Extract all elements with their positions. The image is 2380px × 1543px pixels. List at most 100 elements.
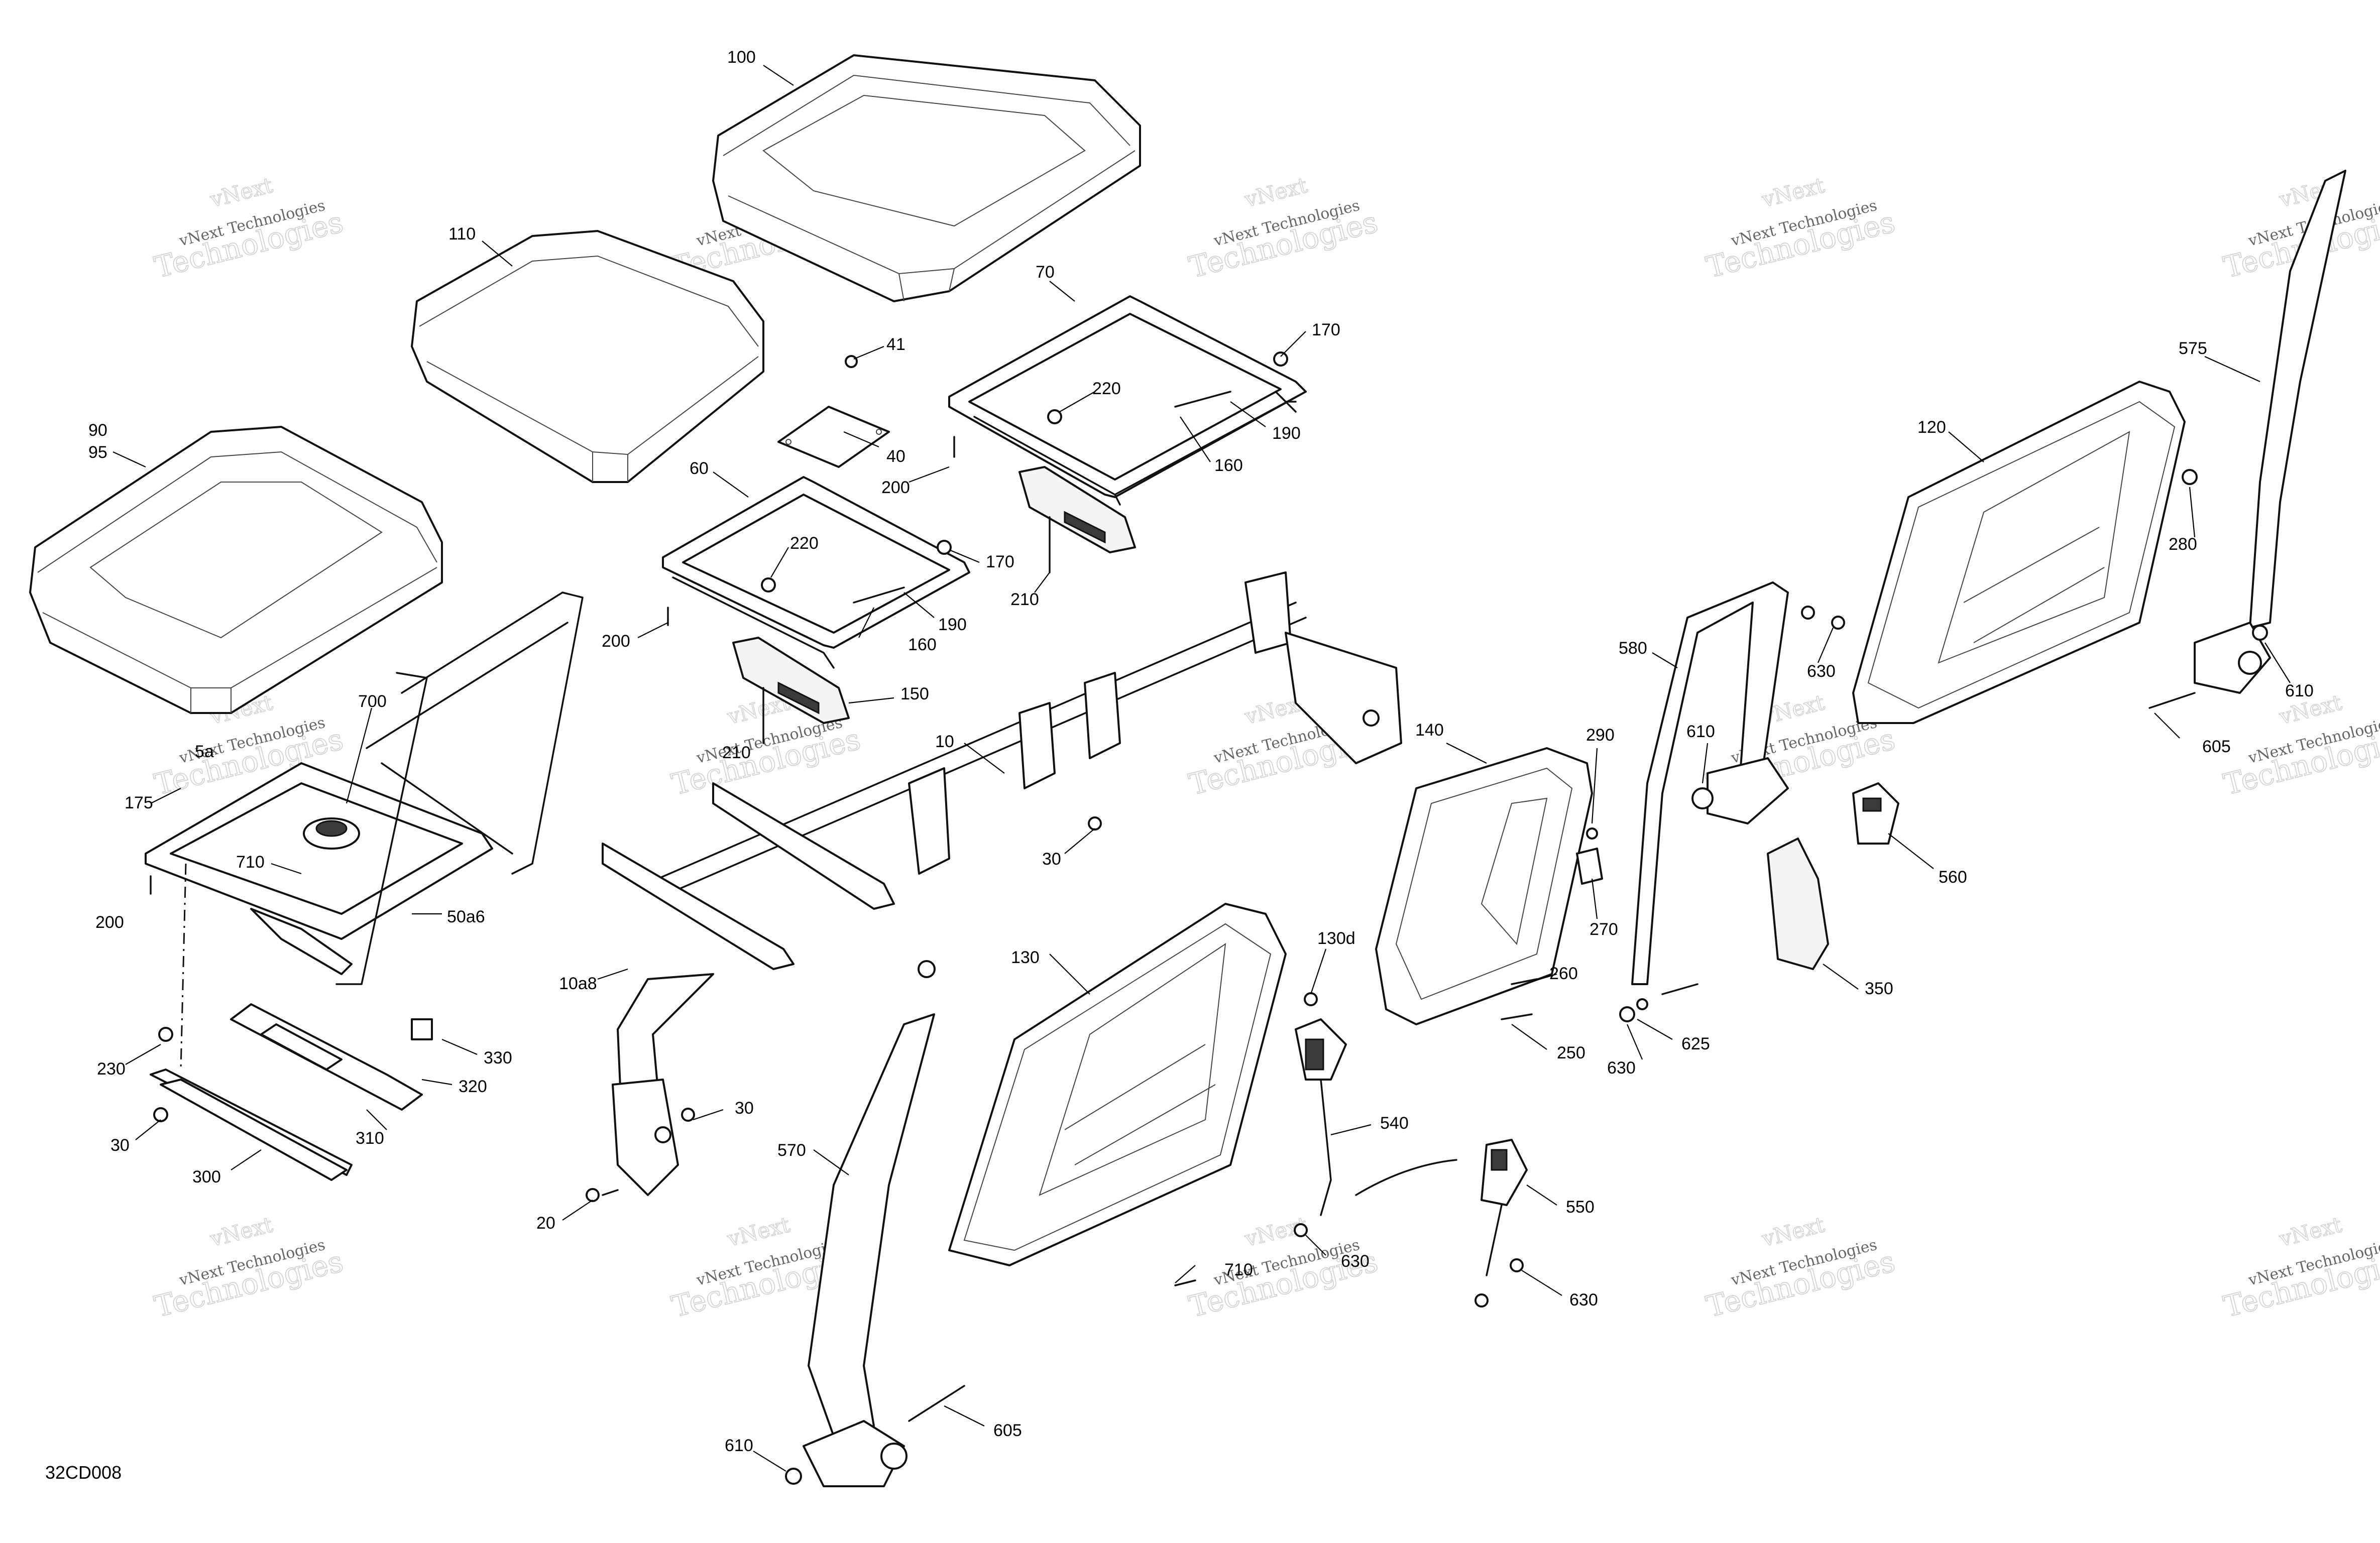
callout-150: 150 [900,684,929,703]
callout-labels: 100 110 90 95 41 40 200 70 170 220 190 1… [88,48,2314,1455]
callout-250: 250 [1557,1043,1585,1062]
callout-280: 280 [2169,535,2197,554]
belt-buckle-540 [1295,1018,1347,1216]
callout-41: 41 [886,335,905,354]
callout-570: 570 [777,1141,806,1160]
callout-605-upper: 605 [2202,737,2231,756]
svg-text:vNext: vNext [1759,173,1827,212]
callout-550: 550 [1566,1198,1595,1217]
callout-710-left: 710 [236,853,265,872]
callout-575: 575 [2179,339,2207,358]
belt-buckle-550 [1355,1139,1528,1276]
callout-210-upper: 210 [1010,590,1039,609]
callout-30-center: 30 [1042,850,1061,869]
svg-text:vNext: vNext [1759,1212,1827,1251]
callout-90: 90 [88,421,107,440]
watermark-14: vNext vNext Technologies Technologies [1703,1212,1899,1324]
callout-630-buckle: 630 [1569,1290,1598,1310]
seat-cushion-100 [712,54,1141,302]
callout-310: 310 [356,1129,384,1148]
callout-50a6: 50a6 [447,907,485,926]
callout-10a8: 10a8 [559,974,597,993]
svg-text:vNext: vNext [1242,173,1310,212]
trim-cover-350 [1767,838,1829,970]
hardware-small-parts-lower [586,469,2268,1485]
seat-belt-570 [803,960,965,1487]
callout-170-lower: 170 [986,552,1014,571]
callout-100: 100 [727,48,756,67]
latch-560 [1852,782,1899,845]
callout-710-center: 710 [1224,1260,1253,1279]
backrest-120 [1852,381,2186,724]
callout-40: 40 [886,447,905,466]
callout-540: 540 [1380,1114,1409,1133]
callout-700: 700 [358,692,387,711]
callout-5a: 5a [195,742,214,761]
watermark-15: vNext vNext Technologies Technologies [2220,1212,2380,1324]
callout-30-left: 30 [110,1136,130,1155]
seat-cushion-90-95 [29,426,443,714]
seat-belt-580 [1631,581,1789,985]
callout-170-upper: 170 [1312,320,1340,339]
callout-605-lower: 605 [993,1421,1022,1440]
callout-210-lower: 210 [722,743,751,762]
seat-frame-70 [948,295,1307,506]
callout-580: 580 [1619,639,1647,658]
seat-rails-lower [150,863,433,1181]
watermark-11: vNext vNext Technologies Technologies [151,1212,347,1324]
watermark-3: vNext vNext Technologies Technologies [1185,172,1382,285]
seat-base-frame-left [145,591,584,985]
seat-bracket-60 [732,637,850,744]
callout-200-upper: 200 [881,478,910,497]
callout-320: 320 [459,1077,487,1096]
callout-95: 95 [88,443,107,462]
callout-300: 300 [192,1167,221,1186]
callout-220-lower: 220 [790,534,819,553]
seat-belt-575 [2194,170,2346,694]
callout-130: 130 [1011,948,1040,967]
callout-160-lower: 160 [908,635,937,654]
callout-260: 260 [1549,964,1578,983]
hardware-small-parts-upper [150,351,1288,895]
callout-200-left: 200 [95,913,124,932]
svg-text:vNext: vNext [2277,1212,2344,1251]
callout-625: 625 [1681,1034,1710,1053]
callout-190-lower: 190 [938,615,967,634]
callout-60: 60 [690,459,709,478]
callout-110: 110 [448,224,476,244]
callout-130d: 130d [1317,929,1355,948]
svg-text:vNext: vNext [207,1212,275,1251]
watermark-1: vNext vNext Technologies Technologies [151,172,347,285]
plate-40 [777,406,890,468]
seat-cushion-110 [411,230,764,483]
callout-270: 270 [1590,920,1618,939]
svg-text:vNext: vNext [207,173,275,212]
callout-220-upper: 220 [1092,379,1121,398]
callout-190-upper: 190 [1272,424,1301,443]
callout-630-lower-right: 630 [1607,1058,1636,1078]
callout-630-mid: 630 [1807,662,1836,681]
drawing-code: 32CD008 [45,1462,122,1483]
callout-30-mid: 30 [735,1099,754,1118]
callout-20: 20 [536,1214,555,1233]
callout-140: 140 [1415,721,1444,740]
callout-560: 560 [1939,868,1967,887]
callout-350: 350 [1865,979,1893,998]
callout-330: 330 [484,1048,512,1067]
callout-160-upper: 160 [1214,456,1243,475]
callout-630-center: 630 [1341,1252,1370,1271]
callout-70: 70 [1036,263,1055,282]
callout-200-mid: 200 [602,632,630,651]
crossmember-frame-10 [602,571,1402,1196]
leader-lines [112,65,2291,1472]
backrest-140 [1375,747,1593,1025]
seat-frame-60 [662,476,970,669]
callout-175: 175 [125,793,153,812]
svg-text:vNext: vNext [725,1212,792,1251]
callout-610-lower: 610 [725,1436,753,1455]
callout-610-mid: 610 [1686,722,1715,741]
callout-230: 230 [97,1059,126,1079]
callout-120: 120 [1917,418,1946,437]
watermark-4: vNext vNext Technologies Technologies [1703,172,1899,285]
